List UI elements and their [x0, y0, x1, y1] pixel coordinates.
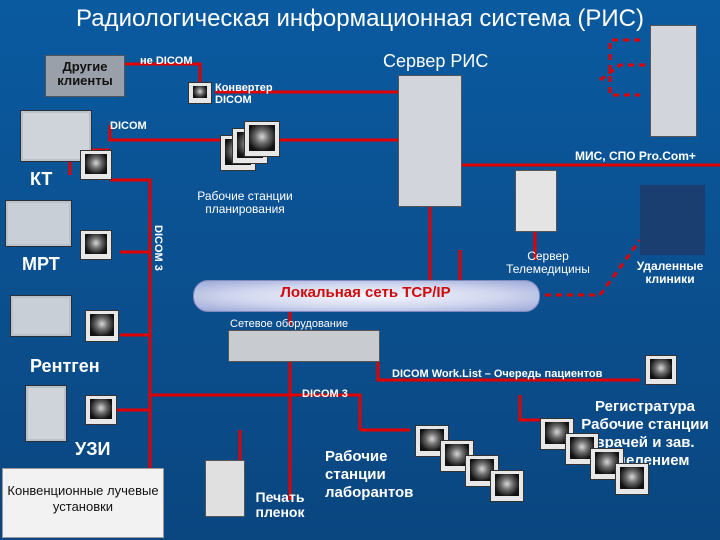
network-equipment-label: Сетевое оборудование	[230, 318, 349, 330]
lan-ellipse	[193, 280, 540, 312]
ultrasound-image	[25, 385, 67, 442]
link-dicom-bus	[108, 125, 400, 142]
link-other-clients	[125, 62, 202, 90]
worklist-label: DICOM Work.List – Очередь пациентов	[392, 368, 603, 380]
worklist-computer-icon	[645, 355, 677, 385]
lab-ws-label: Рабочие станции лаборантов	[325, 448, 414, 501]
link-dicom3-h	[150, 393, 362, 430]
xray-monitor-icon	[85, 310, 119, 342]
dicom-label: DICOM	[110, 120, 147, 132]
ultrasound-monitor-icon	[85, 395, 117, 425]
lan-label: Локальная сеть TCP/IP	[280, 284, 451, 301]
link-worklist	[376, 360, 640, 382]
dicom3-label: DICOM 3	[302, 388, 348, 400]
ct-label: КТ	[30, 169, 53, 189]
ultrasound-label: УЗИ	[75, 439, 111, 459]
mis-label: МИС, СПО Pro.Com+	[575, 149, 696, 163]
xray-label: Рентген	[30, 356, 100, 376]
doctor-workstation-icon	[615, 463, 649, 495]
xray-image	[10, 295, 72, 337]
link-mri	[110, 178, 152, 254]
mri-scanner-image	[5, 200, 72, 247]
lab-workstation-icon	[490, 470, 524, 502]
not-dicom-label: не DICOM	[140, 55, 193, 67]
network-switch-icon	[228, 330, 380, 362]
converter-computer-icon	[188, 82, 212, 104]
converter-label: Конвертер DICOM	[215, 82, 273, 107]
film-print-label: Печать пленок	[255, 489, 305, 521]
registry-label: Регистратура Рабочие станции врачей и за…	[581, 398, 709, 469]
ct-monitor-icon	[80, 150, 112, 180]
telemed-server-tower	[515, 170, 557, 232]
ris-server-label: Сервер РИС	[383, 51, 489, 71]
link-right-dashed	[608, 38, 640, 97]
mri-label: МРТ	[22, 254, 60, 274]
other-clients-panel: Другие клиенты	[45, 55, 125, 97]
conventional-label: Конвенционные лучевые установки	[7, 483, 159, 515]
planning-workstation-icon	[244, 121, 280, 157]
conventional-panel: Конвенционные лучевые установки	[2, 468, 164, 538]
link-remote-dashed	[545, 239, 642, 297]
right-server-cabinet	[650, 25, 697, 137]
remote-clinics-label: Удаленные клиники	[636, 259, 704, 287]
mri-monitor-icon	[80, 230, 112, 260]
remote-clinics-building-icon	[640, 185, 705, 255]
telemed-server-label: Сервер Телемедицины	[506, 249, 590, 277]
other-clients-label: Другие клиенты	[57, 59, 113, 89]
page-title: Радиологическая информационная система (…	[76, 5, 644, 32]
ct-scanner-image	[20, 110, 92, 162]
ris-server-cabinet	[398, 75, 462, 207]
link-registry	[518, 395, 550, 422]
dicom3-vertical-label: DICOM 3	[152, 225, 164, 271]
planning-ws-label: Рабочие станции планирования	[197, 189, 293, 217]
film-printer-icon	[205, 460, 245, 517]
